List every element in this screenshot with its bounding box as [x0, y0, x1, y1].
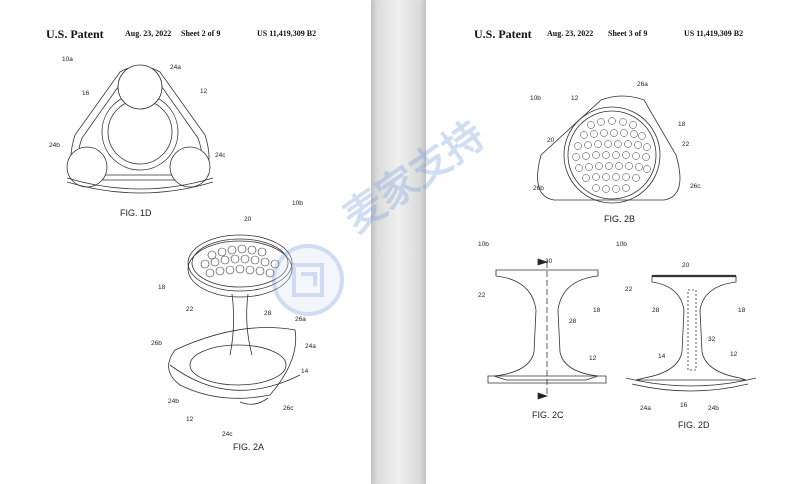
- ref-label-24a-2a: 24a: [305, 343, 316, 350]
- ref-label-24a: 24a: [170, 64, 181, 71]
- ref-label-10b-2d: 10b: [616, 241, 627, 248]
- fig-1d-caption: FIG. 1D: [120, 208, 152, 218]
- ref-label-26a: 26a: [295, 316, 306, 323]
- header-date: Aug. 23, 2022: [125, 29, 172, 38]
- ref-label-12-2a: 12: [186, 416, 194, 423]
- ref-label-32: 32: [708, 336, 716, 343]
- ref-label-18-2c: 18: [593, 307, 601, 314]
- page-gutter: [371, 0, 426, 484]
- ref-label-12-2c: 12: [589, 355, 597, 362]
- ref-label-28-2c: 28: [569, 318, 577, 325]
- ref-label-14-2d: 14: [658, 353, 666, 360]
- ref-label-22-2c: 22: [478, 292, 486, 299]
- fig-2c-caption: FIG. 2C: [532, 410, 564, 420]
- ref-label-26b: 26b: [533, 185, 544, 192]
- figure-drawings-right: [487, 95, 757, 400]
- ref-label-28: 28: [264, 310, 272, 317]
- header-sheet: Sheet 2 of 9: [181, 29, 221, 38]
- ref-label-12: 12: [571, 95, 579, 102]
- ref-label-24b: 24b: [49, 142, 60, 149]
- ref-label-20-2d: 20: [682, 262, 690, 269]
- ref-label-18: 18: [158, 284, 166, 291]
- header-sheet: Sheet 3 of 9: [608, 29, 648, 38]
- fig-2a-caption: FIG. 2A: [233, 442, 265, 452]
- ref-label-12-2d: 12: [730, 351, 738, 358]
- ref-label-26c: 26c: [283, 405, 294, 412]
- fig-2b-drawing: [537, 95, 681, 204]
- ref-label-10b: 10b: [292, 200, 303, 207]
- ref-label-28-2d: 28: [652, 307, 660, 314]
- fig-2b-caption: FIG. 2B: [604, 214, 636, 224]
- ref-label-18-2d: 18: [738, 307, 746, 314]
- patent-sheet-3: U.S. Patent Aug. 23, 2022 Sheet 3 of 9 U…: [426, 0, 800, 484]
- ref-label-10b: 10b: [530, 95, 541, 102]
- ref-label-22-2d: 22: [625, 286, 633, 293]
- ref-label-10b-2c: 10b: [478, 241, 489, 248]
- header-date: Aug. 23, 2022: [547, 29, 594, 38]
- ref-label-14: 14: [301, 368, 309, 375]
- fig-2d-drawing: [625, 274, 757, 392]
- ref-label-10a: 10a: [62, 56, 73, 63]
- ref-label-22: 22: [682, 141, 690, 148]
- ref-label-30: 30: [545, 258, 553, 265]
- fig-2a-drawing: [168, 234, 301, 405]
- ref-label-26b: 26b: [151, 340, 162, 347]
- ref-label-24b-2a: 24b: [168, 398, 179, 405]
- ref-label-22: 22: [186, 306, 194, 313]
- ref-label-20: 20: [244, 216, 252, 223]
- ref-label-26a: 26a: [637, 81, 648, 88]
- header-number: US 11,419,309 B2: [684, 29, 744, 38]
- figure-drawings-left: [66, 64, 301, 405]
- fig-2d-caption: FIG. 2D: [678, 420, 710, 430]
- header-number: US 11,419,309 B2: [257, 29, 317, 38]
- ref-label-16: 16: [82, 90, 90, 97]
- fig-2c-drawing: [487, 258, 607, 400]
- ref-label-24c: 24c: [215, 152, 226, 159]
- ref-label-24a-2d: 24a: [640, 405, 651, 412]
- ref-label-20: 20: [547, 137, 555, 144]
- ref-label-12: 12: [200, 88, 208, 95]
- ref-label-24b-2d: 24b: [708, 405, 719, 412]
- ref-label-26c: 26c: [690, 183, 701, 190]
- ref-label-16-2d: 16: [680, 402, 688, 409]
- fig-1d-drawing: [66, 64, 214, 194]
- patent-sheet-2: U.S. Patent Aug. 23, 2022 Sheet 2 of 9 U…: [0, 0, 371, 484]
- header-title: U.S. Patent: [474, 27, 532, 41]
- ref-label-24c-2a: 24c: [222, 431, 233, 438]
- header-title: U.S. Patent: [46, 27, 104, 41]
- ref-label-18: 18: [678, 121, 686, 128]
